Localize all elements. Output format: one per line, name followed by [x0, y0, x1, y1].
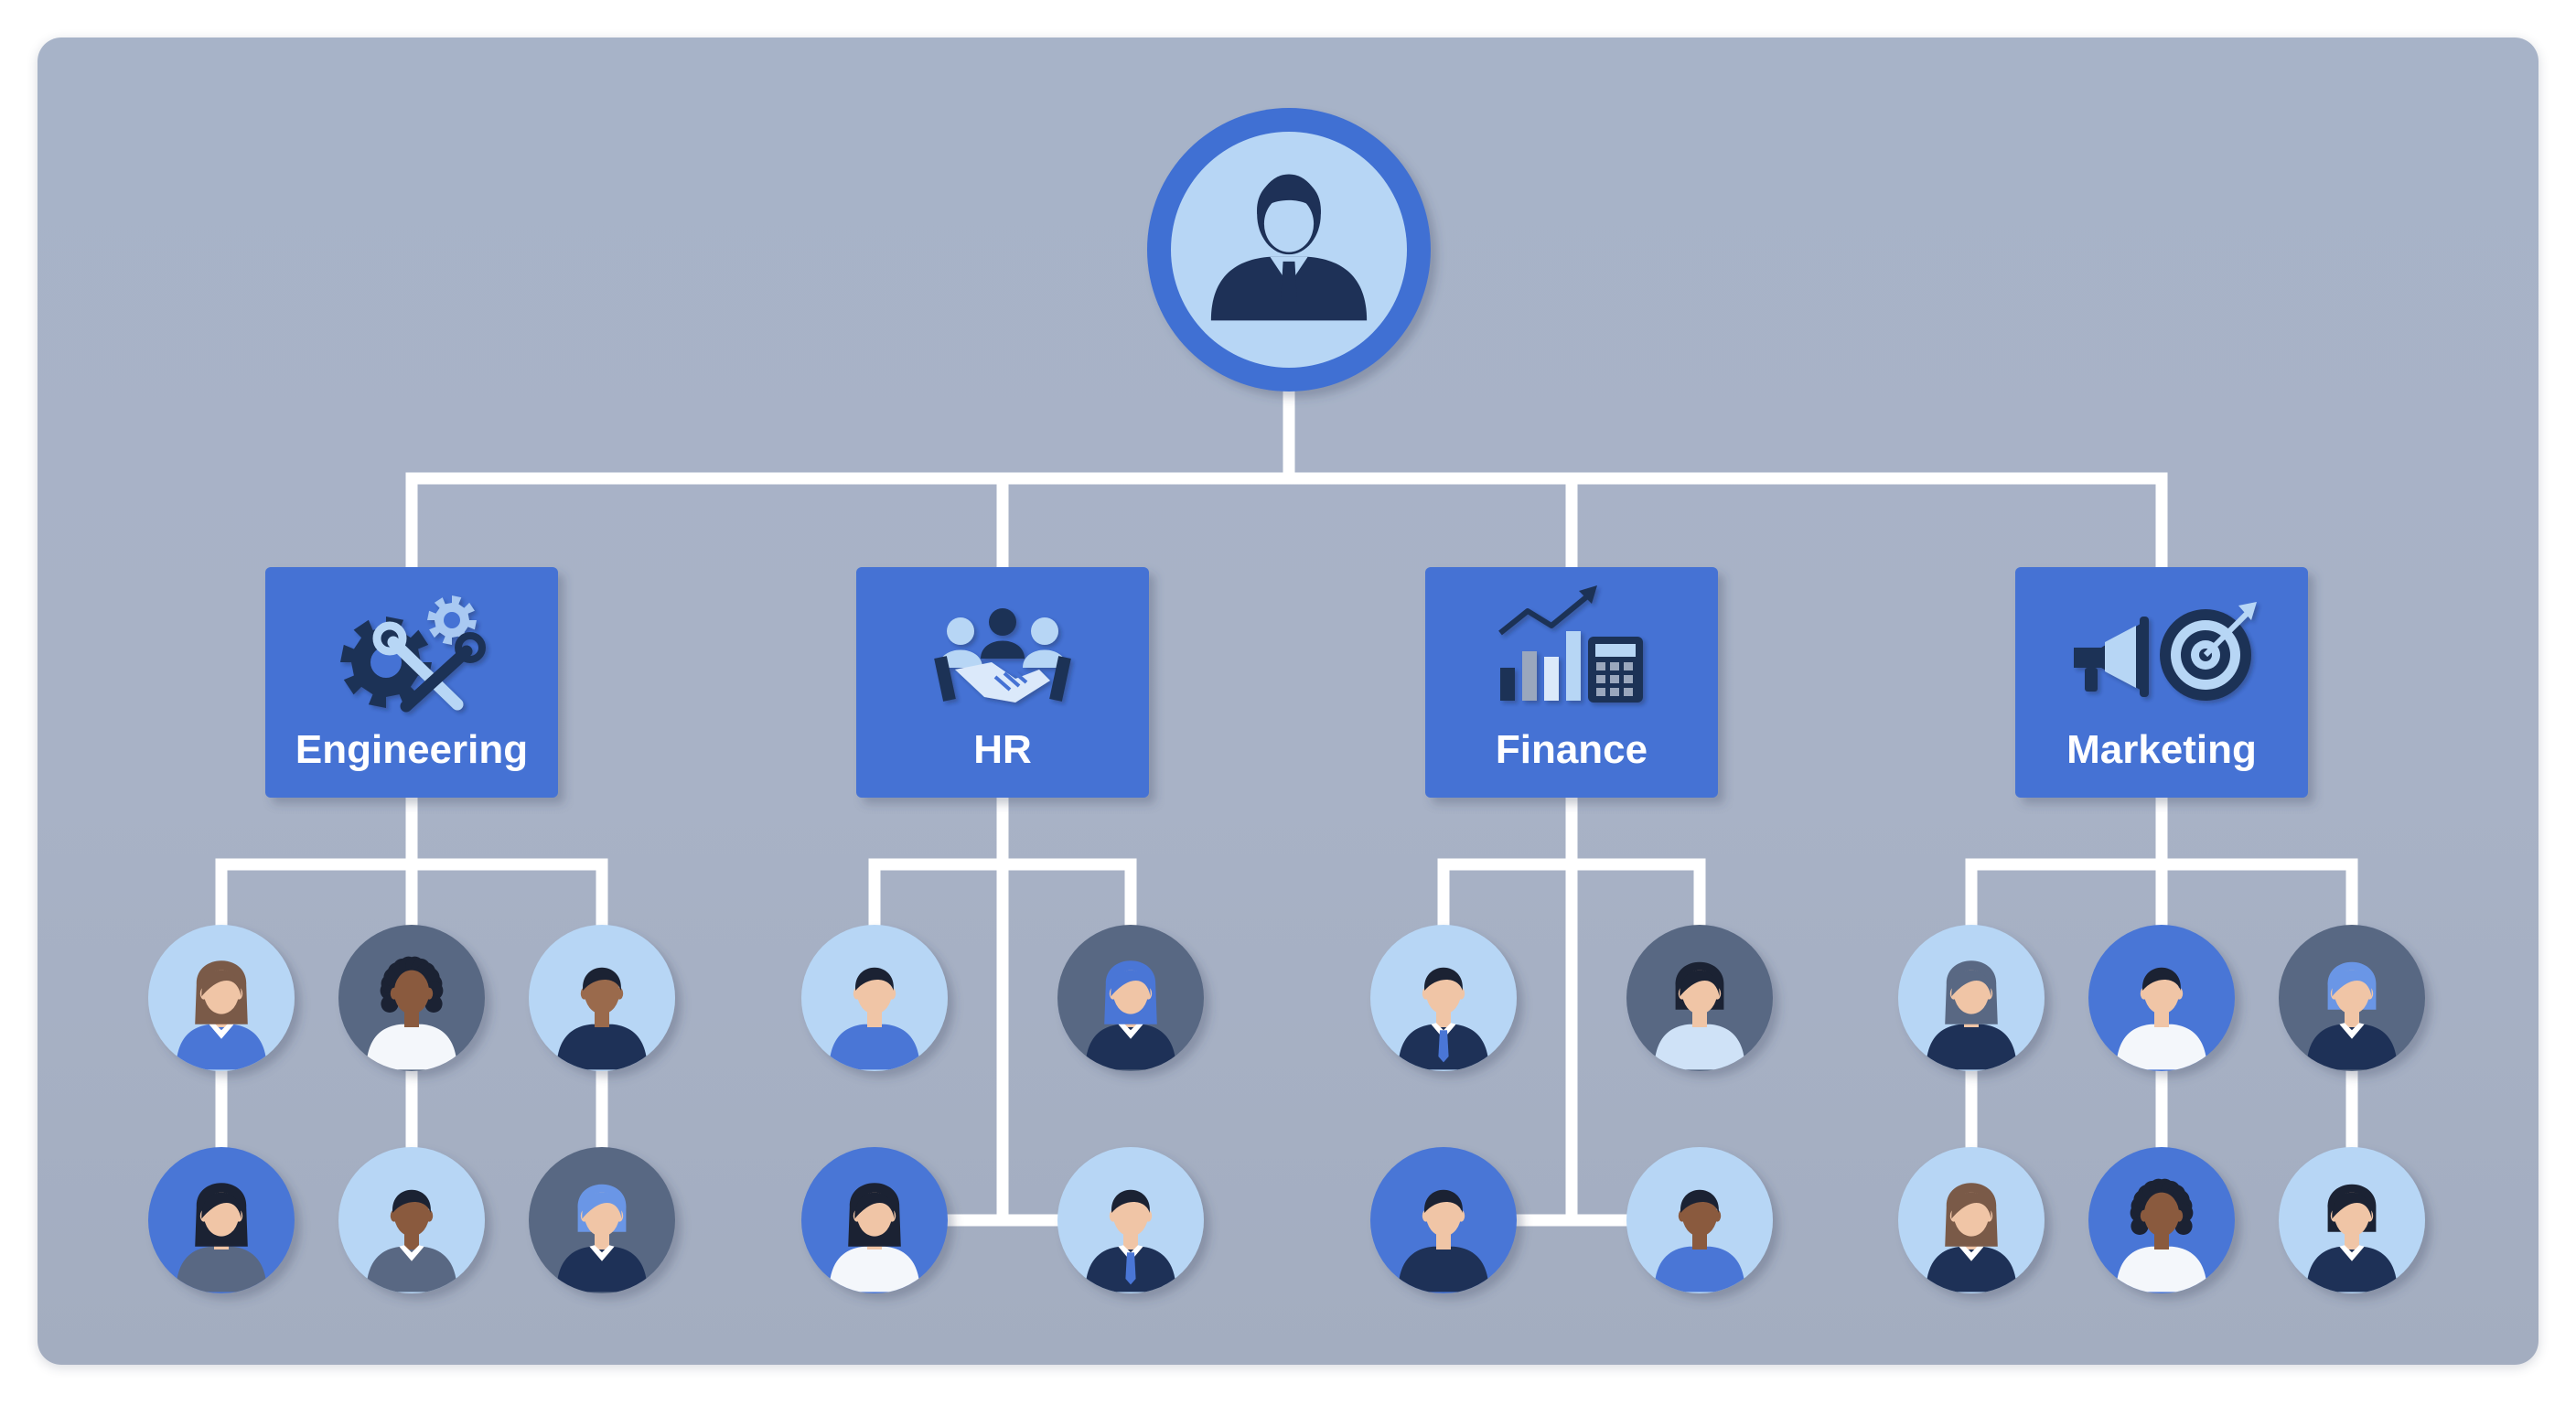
avatar-engineering-1[interactable]: [148, 925, 295, 1071]
avatar-finance-1[interactable]: [1370, 925, 1517, 1071]
avatar-marketing-2[interactable]: [2088, 925, 2235, 1071]
person-icon: [1926, 1183, 2017, 1292]
person-icon: [1654, 961, 1745, 1070]
person-icon: [1085, 960, 1176, 1070]
avatar-engineering-4[interactable]: [148, 1147, 295, 1293]
person-icon: [1398, 1189, 1489, 1292]
avatar-engineering-5[interactable]: [338, 1147, 485, 1293]
avatar-marketing-3[interactable]: [2279, 925, 2425, 1071]
avatar-engineering-3[interactable]: [529, 925, 675, 1071]
avatar-hr-2[interactable]: [1057, 925, 1204, 1071]
department-box-engineering[interactable]: Engineering: [265, 567, 558, 798]
avatar-finance-2[interactable]: [1626, 925, 1773, 1071]
person-icon: [176, 960, 267, 1070]
connector-lines: [215, 385, 2358, 1227]
department-label-hr: HR: [973, 727, 1032, 772]
root-node[interactable]: [1147, 108, 1431, 391]
avatar-finance-4[interactable]: [1626, 1147, 1773, 1293]
avatar-marketing-5[interactable]: [2088, 1147, 2235, 1293]
avatar-hr-1[interactable]: [801, 925, 948, 1071]
org-chart-canvas: Engineering HR Finance Marketing: [38, 38, 2538, 1365]
person-icon: [829, 1183, 920, 1292]
department-box-hr[interactable]: HR: [856, 567, 1149, 798]
handshake-team-icon: [934, 608, 1071, 702]
org-chart-diagram: Engineering HR Finance Marketing: [148, 108, 2425, 1293]
person-icon: [366, 1189, 457, 1292]
department-label-engineering: Engineering: [295, 727, 528, 772]
department-nodes: Engineering HR Finance Marketing: [265, 567, 2308, 798]
person-icon: [2306, 1184, 2398, 1292]
gears-wrench-icon: [340, 595, 486, 713]
avatar-engineering-6[interactable]: [529, 1147, 675, 1293]
avatar-marketing-6[interactable]: [2279, 1147, 2425, 1293]
avatar-hr-4[interactable]: [1057, 1147, 1204, 1293]
person-icon: [556, 1184, 648, 1292]
person-icon: [1926, 960, 2017, 1070]
avatar-finance-3[interactable]: [1370, 1147, 1517, 1293]
department-label-finance: Finance: [1496, 727, 1648, 772]
member-nodes: [148, 925, 2425, 1293]
avatar-engineering-2[interactable]: [338, 925, 485, 1071]
department-box-marketing[interactable]: Marketing: [2015, 567, 2308, 798]
person-icon: [2306, 961, 2398, 1070]
person-icon: [556, 967, 648, 1070]
person-icon: [1654, 1189, 1745, 1292]
person-icon: [829, 967, 920, 1070]
department-box-finance[interactable]: Finance: [1425, 567, 1718, 798]
person-icon: [1398, 967, 1489, 1070]
chart-calculator-icon: [1498, 585, 1643, 702]
person-icon: [2116, 967, 2207, 1070]
avatar-hr-3[interactable]: [801, 1147, 948, 1293]
avatar-marketing-1[interactable]: [1898, 925, 2045, 1071]
executive-avatar-icon: [1210, 174, 1368, 321]
person-icon: [366, 956, 457, 1070]
department-label-marketing: Marketing: [2066, 727, 2257, 772]
person-icon: [176, 1183, 267, 1292]
avatar-marketing-4[interactable]: [1898, 1147, 2045, 1293]
megaphone-target-icon: [2074, 602, 2257, 701]
person-icon: [1085, 1189, 1176, 1292]
person-icon: [2116, 1178, 2207, 1292]
